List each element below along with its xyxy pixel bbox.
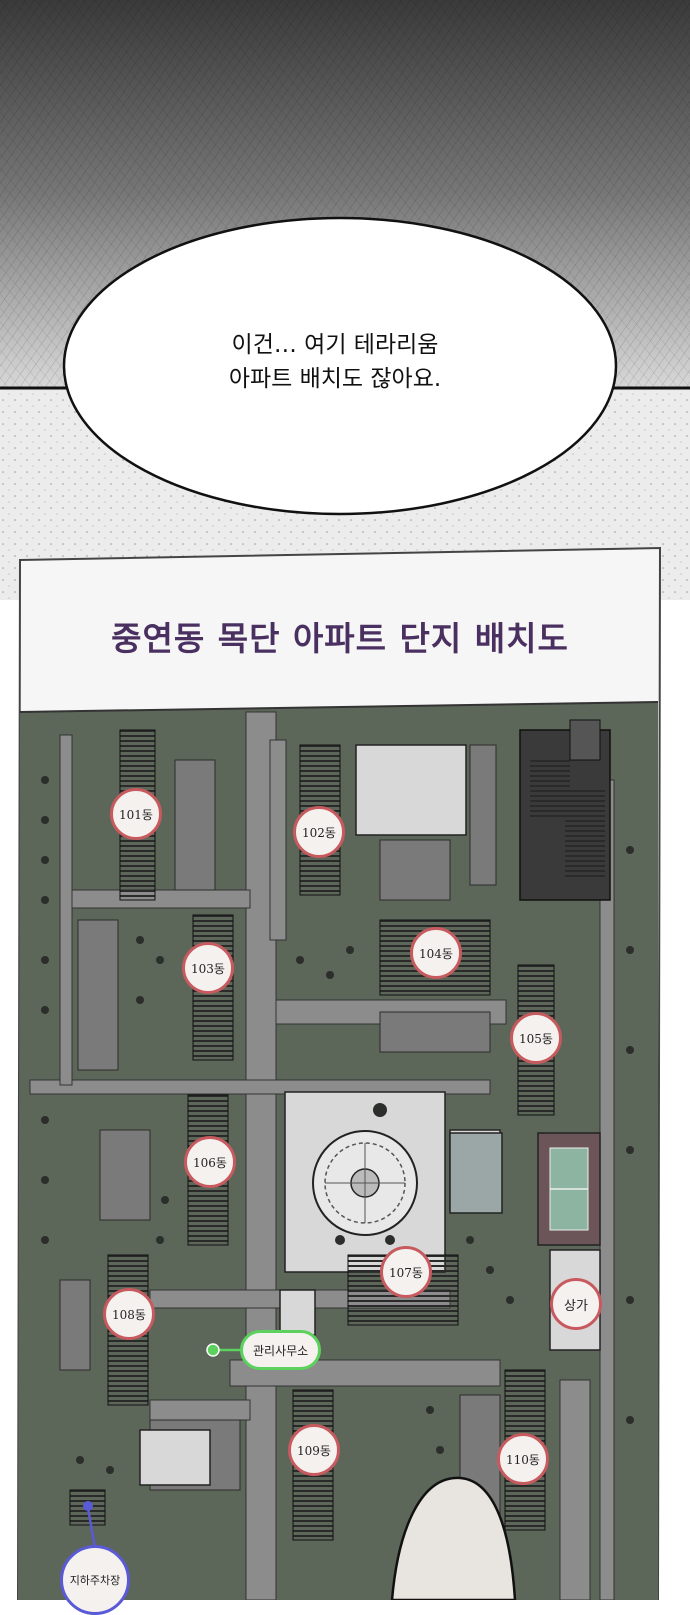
building-label-104: 104동 [410,927,462,979]
speech-line-1: 이건… 여기 테라리움 [231,332,439,358]
building-label-109: 109동 [288,1424,340,1476]
building-label-101: 101동 [110,788,162,840]
character-head [390,1476,517,1600]
office-pointer-dot [206,1343,220,1357]
speech-text: 이건… 여기 테라리움 아파트 배치도 잖아요. [110,328,560,396]
underground-parking-label: 지하주차장 [60,1545,130,1615]
top-right-block [519,719,611,901]
speech-bubble [62,216,618,516]
building-label-103: 103동 [182,942,234,994]
map-title: 중연동 목단 아파트 단지 배치도 [111,619,569,658]
trees [41,776,634,1474]
management-office-label: 관리사무소 [240,1330,322,1370]
parking-pointer [86,1507,97,1549]
shop-label: 상가 [550,1278,602,1330]
building-label-105: 105동 [510,1012,562,1064]
parking-pointer-dot [83,1501,93,1511]
building-label-108: 108동 [103,1288,155,1340]
building-label-107: 107동 [380,1246,432,1298]
building-label-106: 106동 [184,1136,236,1188]
building-label-102: 102동 [293,806,345,858]
speech-line-2: 아파트 배치도 잖아요. [228,366,442,392]
central-fountain [312,1130,418,1236]
greenhouse [449,1132,503,1214]
tennis-court [537,1132,601,1246]
building-label-110: 110동 [497,1433,549,1485]
